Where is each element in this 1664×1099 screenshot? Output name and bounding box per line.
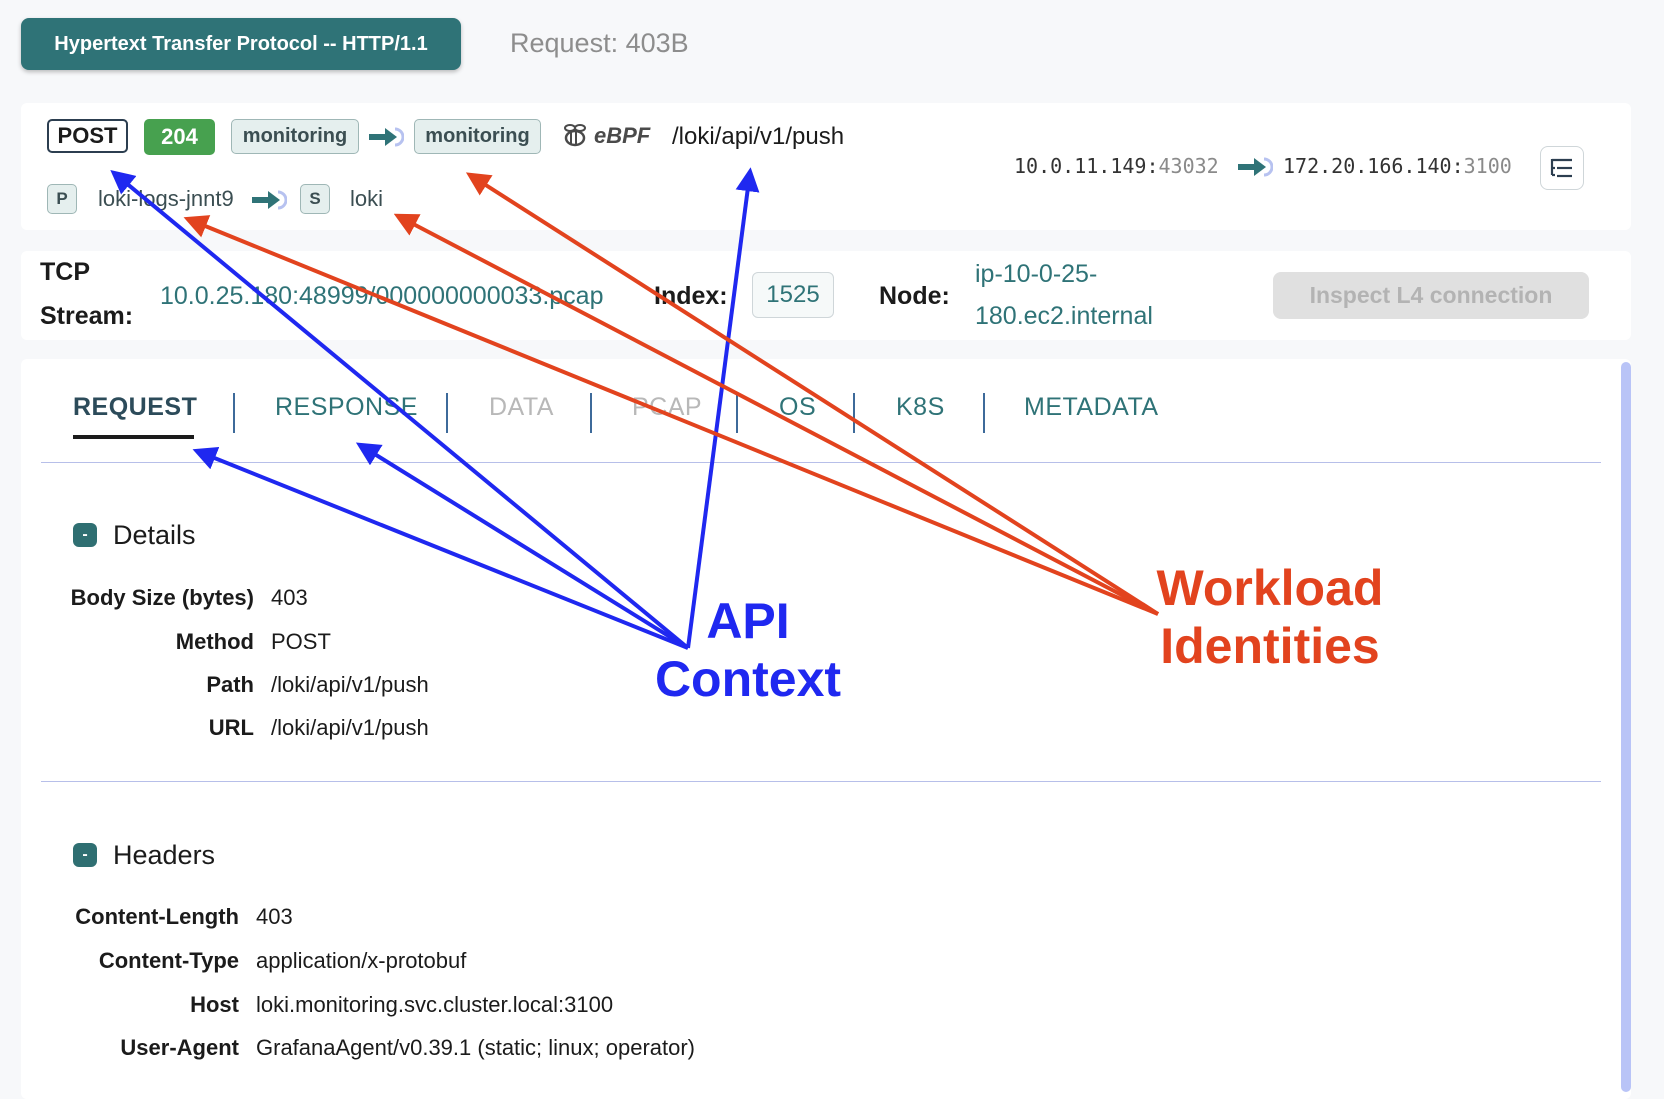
index-label: Index:: [654, 282, 728, 310]
source-address[interactable]: 10.0.11.149:43032: [1014, 154, 1219, 178]
header-value[interactable]: GrafanaAgent/v0.39.1 (static; linux; ope…: [256, 1035, 696, 1060]
tcp-stream-value[interactable]: 10.0.25.180:48999/000000000033.pcap: [160, 282, 604, 310]
header-value[interactable]: 403: [256, 904, 293, 929]
tab-response[interactable]: RESPONSE: [275, 393, 418, 421]
annotation-line: Identities: [1160, 618, 1380, 674]
tab-separator: [233, 393, 235, 433]
source-ip: 10.0.11.149: [1014, 154, 1147, 178]
detail-value[interactable]: POST: [271, 629, 331, 654]
workload-identities-annotation: Workload Identities: [1150, 559, 1390, 675]
source-pod-name[interactable]: loki-logs-jnnt9: [98, 186, 234, 211]
header-label: Content-Type: [98, 948, 239, 973]
arrow-right-icon: [252, 190, 287, 210]
api-context-annotation: API Context: [648, 592, 848, 708]
header-value[interactable]: application/x-protobuf: [256, 948, 467, 973]
tab-pcap[interactable]: PCAP: [632, 393, 703, 421]
arrow-right-icon: [369, 127, 404, 147]
header-value[interactable]: loki.monitoring.svc.cluster.local:3100: [256, 992, 614, 1017]
method-badge: POST: [47, 119, 128, 153]
detail-label: URL: [208, 715, 254, 740]
header-label: User-Agent: [120, 1035, 239, 1060]
node-value-line2[interactable]: 180.ec2.internal: [975, 302, 1153, 330]
service-kind-badge: S: [300, 184, 330, 214]
detail-label: Path: [206, 672, 254, 697]
destination-port: 3100: [1463, 154, 1512, 178]
header-label: Host: [190, 992, 239, 1017]
ebpf-label: eBPF: [594, 123, 651, 148]
tab-request[interactable]: REQUEST: [73, 393, 198, 421]
tab-data[interactable]: DATA: [489, 393, 554, 421]
annotation-line: Workload: [1156, 560, 1384, 616]
detail-value[interactable]: 403: [271, 585, 308, 610]
arrow-right-icon: [1238, 157, 1273, 177]
detail-label: Body Size (bytes): [70, 585, 254, 610]
tab-os[interactable]: OS: [779, 393, 817, 421]
annotation-line: API: [706, 593, 790, 649]
source-port: 43032: [1158, 154, 1219, 178]
destination-service-name[interactable]: loki: [350, 186, 384, 211]
destination-address[interactable]: 172.20.166.140:3100: [1283, 154, 1512, 178]
header-label: Content-Length: [75, 904, 239, 929]
ebpf-logo: eBPF: [560, 119, 650, 153]
tab-separator: [853, 393, 855, 433]
detail-value[interactable]: /loki/api/v1/push: [271, 672, 429, 697]
detail-value[interactable]: /loki/api/v1/push: [271, 715, 429, 740]
bee-icon: [564, 124, 586, 147]
destination-ip: 172.20.166.140: [1283, 154, 1452, 178]
index-value: 1525: [752, 272, 834, 318]
headers-collapse-toggle[interactable]: -: [73, 843, 97, 867]
protocol-badge: Hypertext Transfer Protocol -- HTTP/1.1: [21, 18, 461, 70]
tab-separator: [590, 393, 592, 433]
request-size-label: Request: 403B: [510, 28, 689, 58]
tabs-divider: [41, 462, 1601, 463]
list-tree-icon: [1550, 158, 1572, 178]
pod-kind-badge: P: [47, 184, 77, 214]
tab-separator: [446, 393, 448, 433]
request-path[interactable]: /loki/api/v1/push: [672, 123, 845, 150]
node-value-line1[interactable]: ip-10-0-25-: [975, 260, 1098, 288]
section-divider: [41, 781, 1601, 782]
destination-namespace-badge[interactable]: monitoring: [414, 119, 541, 154]
annotation-line: Context: [654, 651, 842, 707]
active-tab-indicator: [73, 435, 194, 439]
entry-list-toggle-button[interactable]: [1540, 146, 1584, 190]
tab-metadata[interactable]: METADATA: [1024, 393, 1159, 421]
status-code-badge: 204: [144, 119, 215, 155]
details-collapse-toggle[interactable]: -: [73, 523, 97, 547]
tcp-stream-label-line2: Stream:: [40, 302, 134, 330]
tab-separator: [983, 393, 985, 433]
details-section-title: Details: [113, 520, 196, 550]
tcp-stream-label-line1: TCP: [40, 258, 90, 286]
detail-panel: [21, 359, 1631, 1099]
inspect-l4-connection-button[interactable]: Inspect L4 connection: [1273, 272, 1589, 319]
headers-section-title: Headers: [113, 840, 216, 870]
node-label: Node:: [879, 282, 950, 310]
detail-label: Method: [175, 629, 254, 654]
source-namespace-badge[interactable]: monitoring: [231, 119, 359, 154]
tab-separator: [736, 393, 738, 433]
tab-k8s[interactable]: K8S: [896, 393, 945, 421]
detail-scrollbar[interactable]: [1621, 362, 1631, 1092]
